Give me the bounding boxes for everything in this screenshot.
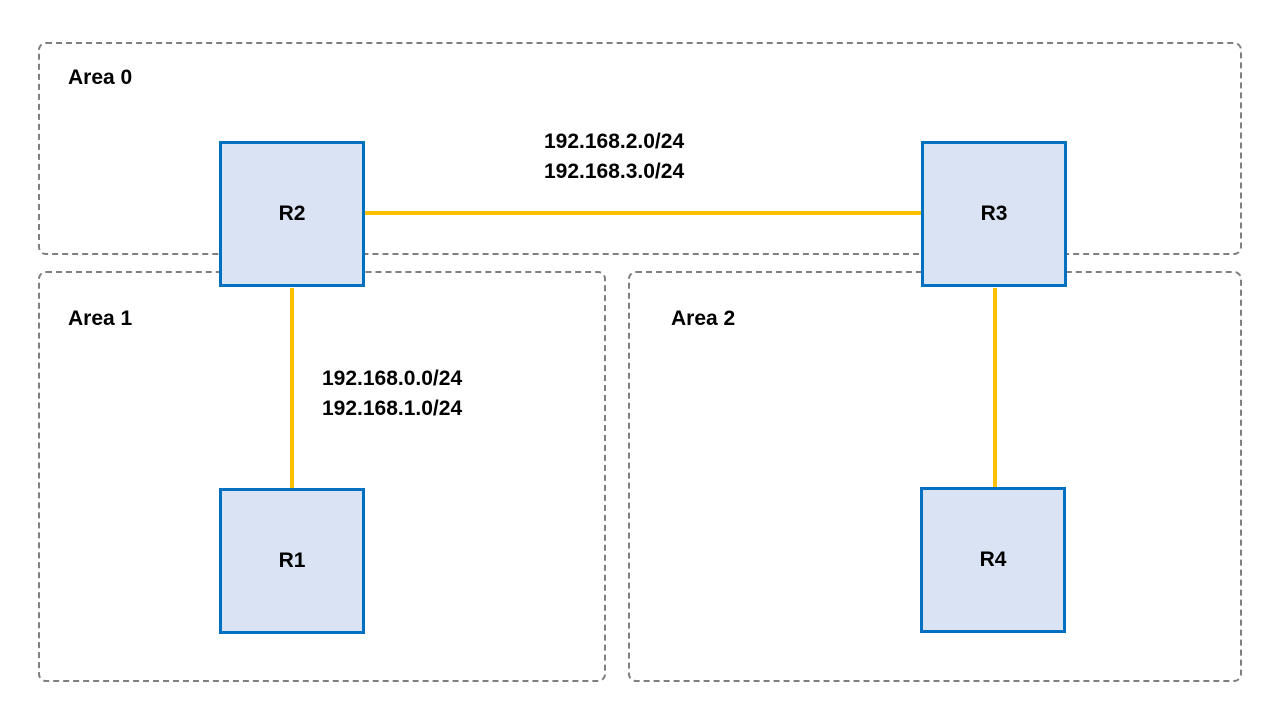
subnet-label: 192.168.3.0/24 [544, 160, 685, 183]
router-label: R3 [980, 202, 1008, 225]
area-2-label: Area 2 [671, 307, 736, 330]
router-label: R4 [979, 548, 1007, 571]
router-r2[interactable]: R2 [219, 141, 365, 287]
subnet-label: 192.168.1.0/24 [322, 397, 463, 420]
area-0-boundary: Area 0 [38, 42, 1242, 255]
link-r2-r1 [290, 288, 294, 490]
subnets-r2-r1-label: 192.168.0.0/24 192.168.1.0/24 [322, 364, 462, 424]
area-1-label: Area 1 [68, 307, 133, 330]
router-label: R2 [278, 202, 306, 225]
router-r1[interactable]: R1 [219, 488, 365, 634]
subnet-label: 192.168.2.0/24 [544, 130, 685, 153]
area-0-label: Area 0 [68, 66, 133, 89]
router-label: R1 [278, 549, 306, 572]
link-r2-r3 [364, 211, 922, 215]
subnets-r2-r3-label: 192.168.2.0/24 192.168.3.0/24 [544, 127, 684, 187]
router-r4[interactable]: R4 [920, 487, 1066, 633]
subnet-label: 192.168.0.0/24 [322, 367, 463, 390]
link-r3-r4 [993, 288, 997, 489]
router-r3[interactable]: R3 [921, 141, 1067, 287]
